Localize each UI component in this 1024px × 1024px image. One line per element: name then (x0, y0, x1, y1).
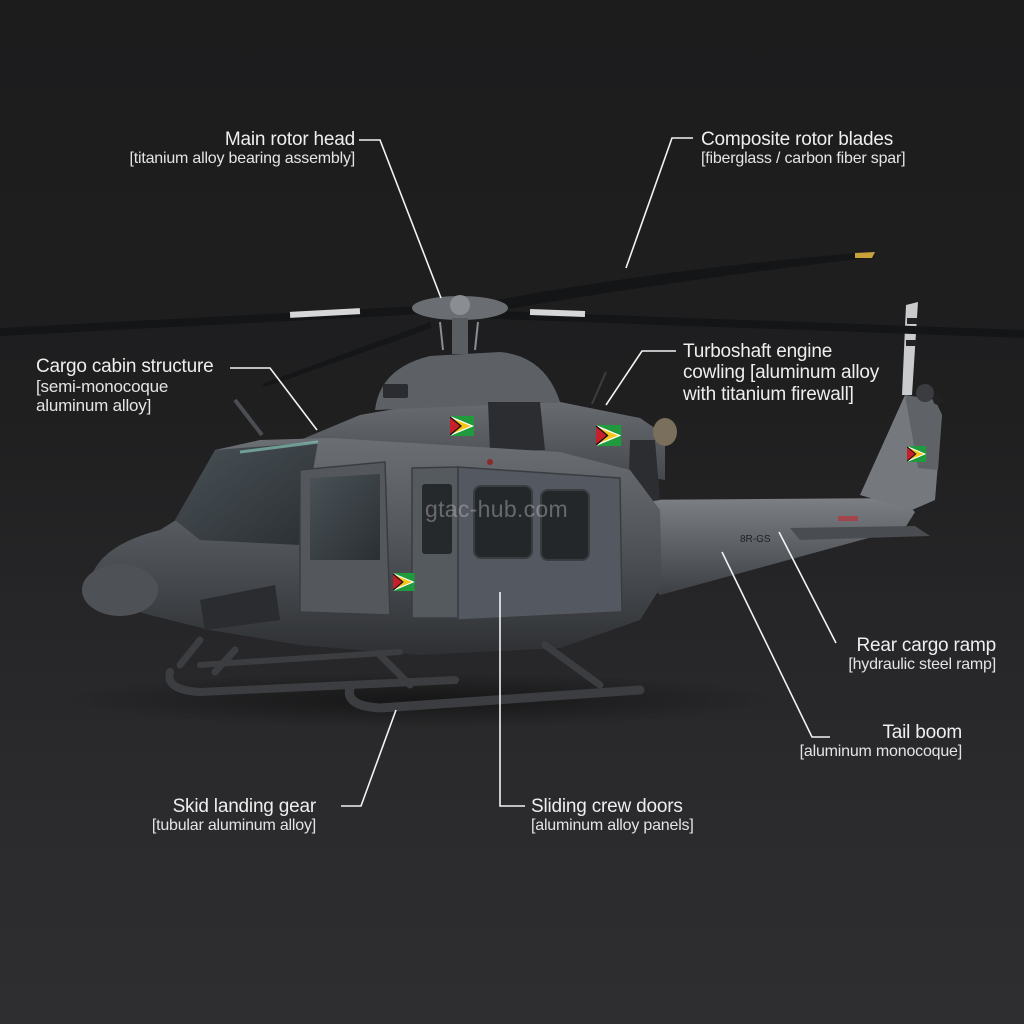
callout-title: Skid landing gear (172, 796, 317, 817)
callout-title: Composite rotor blades (701, 129, 894, 150)
main-rotor (0, 252, 1024, 437)
callout-material-line3: with titanium firewall] (683, 383, 854, 405)
rotor-blade-rear-left (262, 322, 432, 387)
leader-lines (230, 137, 837, 807)
callout-material-line2: aluminum alloy] (36, 396, 152, 416)
callout-material: [aluminum alloy panels] (531, 817, 694, 835)
callout-skid-landing-gear: Skid landing gear [tubular aluminum allo… (152, 796, 316, 835)
callout-title: Cargo cabin structure (36, 356, 214, 377)
leader-skid-landing-gear (341, 709, 397, 807)
callout-material-line1: [semi-monocoque (36, 377, 169, 397)
callout-rear-cargo-ramp: Rear cargo ramp [hydraulic steel ramp] (848, 635, 996, 674)
callout-title: Main rotor head (224, 129, 355, 150)
leader-composite-rotor-blades (625, 137, 693, 269)
tail-registration: 8R-GS (740, 534, 771, 545)
leader-cargo-cabin-structure (230, 367, 318, 431)
callout-title: Rear cargo ramp (856, 635, 996, 656)
callout-tail-boom: Tail boom [aluminum monocoque] (799, 722, 963, 761)
leader-turboshaft-engine-cowling (605, 350, 676, 406)
callout-title-line2: cowling [aluminum alloy (683, 362, 880, 384)
callout-material: [aluminum monocoque] (799, 743, 963, 761)
callout-sliding-crew-doors: Sliding crew doors [aluminum alloy panel… (531, 796, 694, 835)
fuselage-shape (82, 438, 662, 655)
skid-landing-gear-shape (165, 636, 645, 713)
callout-main-rotor-head: Main rotor head [titanium alloy bearing … (129, 129, 355, 168)
callout-title: Sliding crew doors (531, 796, 683, 817)
callout-material: [fiberglass / carbon fiber spar] (701, 150, 906, 168)
leader-tail-boom (721, 551, 830, 738)
leader-rear-cargo-ramp (778, 531, 837, 644)
callout-material: [hydraulic steel ramp] (848, 656, 996, 674)
callout-cargo-cabin-structure: Cargo cabin structure [semi-monocoque al… (36, 356, 214, 416)
leader-main-rotor-head (359, 139, 442, 299)
callout-title: Tail boom (882, 722, 962, 743)
tail-boom-shape: 8R-GS (620, 302, 943, 595)
callout-title: Turboshaft engine (683, 341, 833, 362)
leader-sliding-crew-doors (499, 592, 525, 807)
callout-composite-rotor-blades: Composite rotor blades [fiberglass / car… (701, 129, 906, 168)
watermark-text: gtac-hub.com (425, 496, 568, 522)
callout-material: [tubular aluminum alloy] (151, 817, 316, 835)
callout-material: [titanium alloy bearing assembly] (129, 150, 355, 168)
callout-turboshaft-engine-cowling: Turboshaft engine cowling [aluminum allo… (683, 341, 879, 405)
